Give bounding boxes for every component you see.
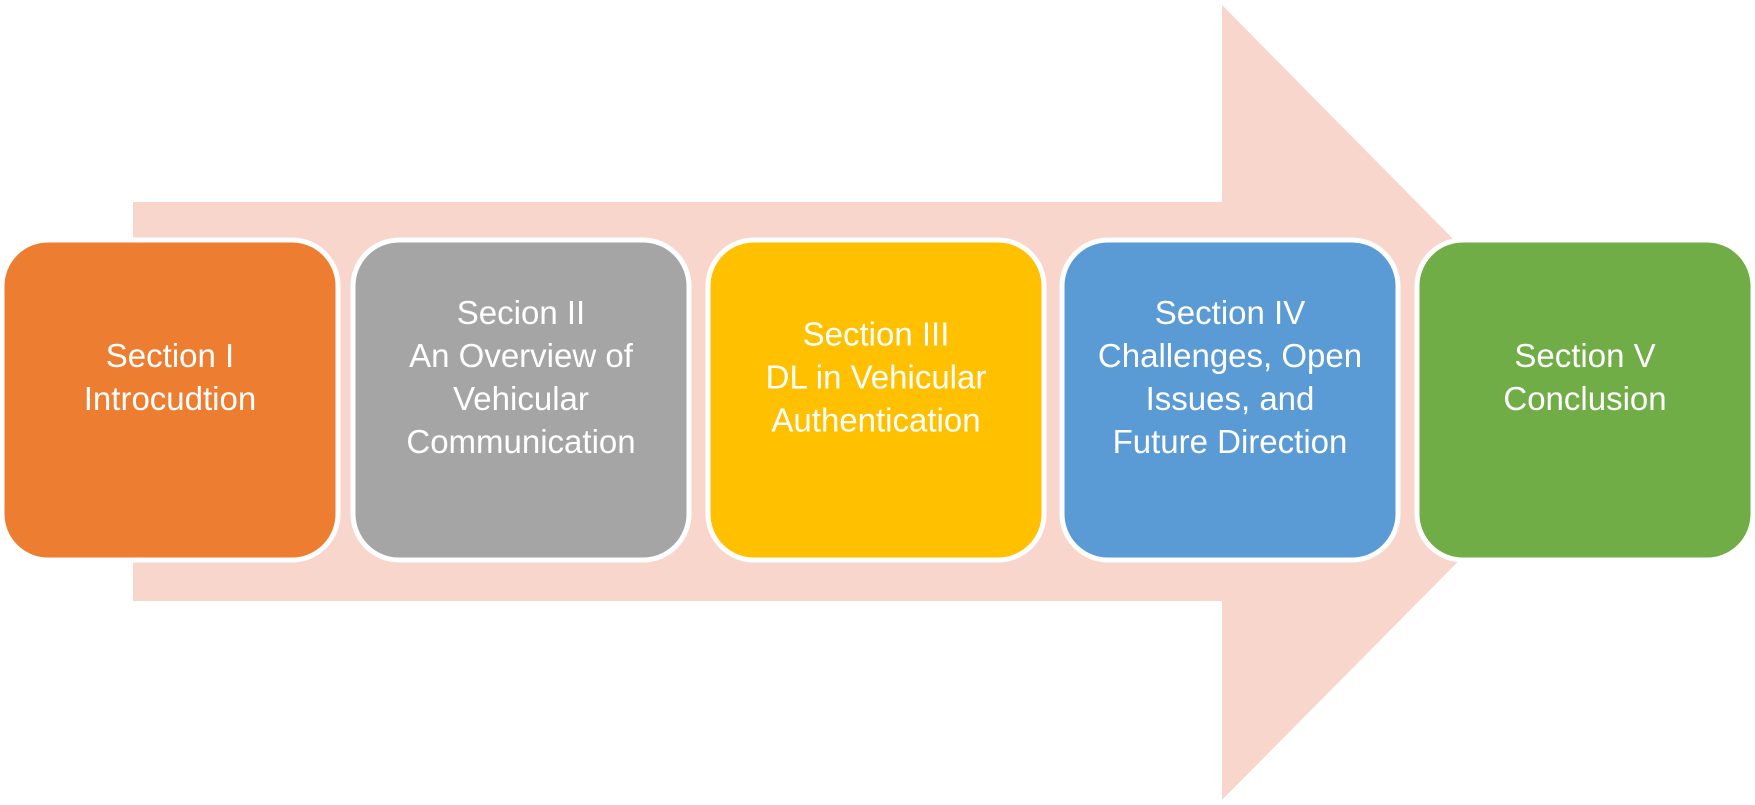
section-box-label-line: Authentication <box>771 402 980 439</box>
section-box-label-line: Issues, and <box>1146 380 1315 417</box>
section-box-label-line: Section I <box>106 337 234 374</box>
section-box-1: Section I Introcudtion <box>0 237 341 563</box>
section-box-label-line: Section IV <box>1155 294 1305 331</box>
section-box-label-line: Section III <box>803 316 950 353</box>
section-box-label-line: An Overview of <box>409 337 634 374</box>
section-box-shape <box>705 237 1047 563</box>
section-box-label-line: Section V <box>1514 337 1655 374</box>
section-box-label-line: Communication <box>406 423 635 460</box>
section-box-2: Secion II An Overview of VehicularCommunic… <box>350 237 692 563</box>
section-box-label-line: Challenges, Open <box>1098 337 1362 374</box>
section-boxes: Section I Introcudtion Secion II An Overvie… <box>0 237 1755 563</box>
section-box-label-line: Future Direction <box>1113 423 1348 460</box>
section-box-label-line: Secion II <box>457 294 585 331</box>
section-box-label-line: DL in Vehicular <box>766 359 987 396</box>
section-box-shape <box>1414 237 1755 563</box>
section-box-label-line: Vehicular <box>453 380 589 417</box>
section-box-label-line: Introcudtion <box>84 380 256 417</box>
section-box-shape <box>1059 237 1401 563</box>
section-box-label-line: Conclusion <box>1503 380 1666 417</box>
section-box-shape <box>350 237 692 563</box>
section-box-shape <box>0 237 341 563</box>
section-box-5: Section V Conclusion <box>1414 237 1755 563</box>
